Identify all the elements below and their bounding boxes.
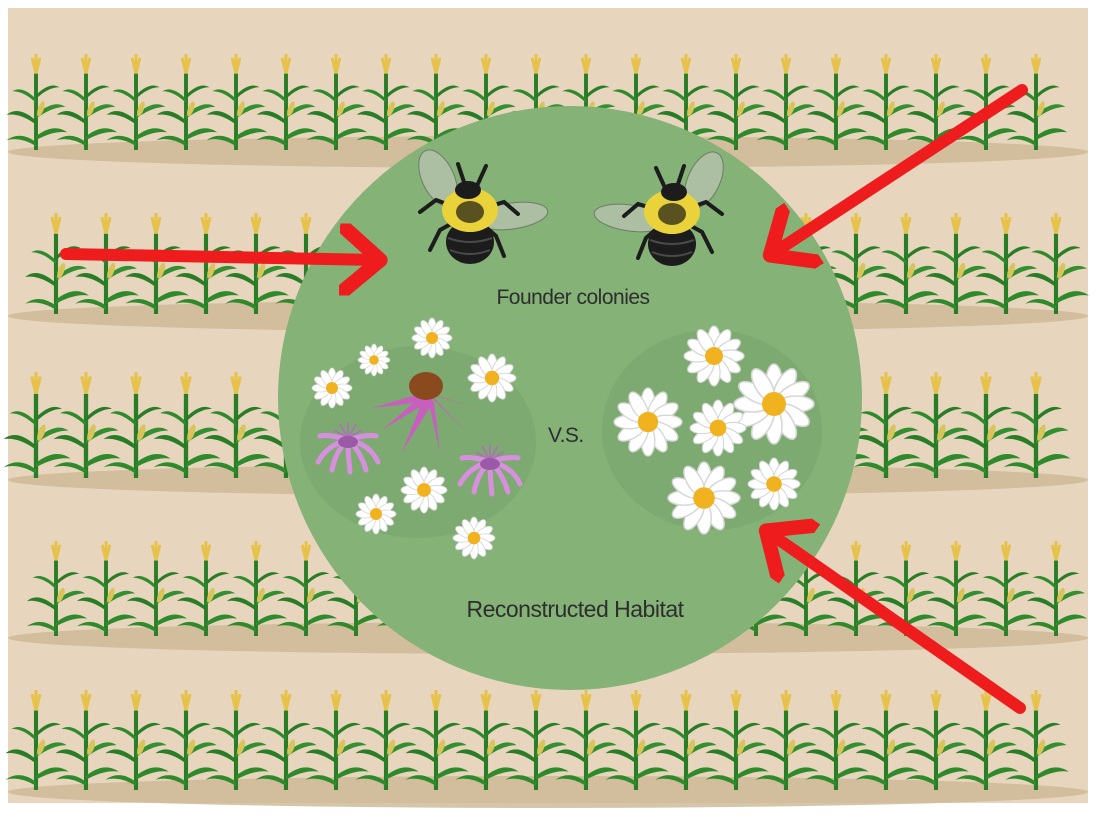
founder-colonies-label: Founder colonies <box>438 286 708 310</box>
versus-label: V.S. <box>548 424 584 448</box>
reconstructed-habitat-label: Reconstructed Habitat <box>405 596 745 623</box>
red-arrow-icon <box>66 254 378 260</box>
